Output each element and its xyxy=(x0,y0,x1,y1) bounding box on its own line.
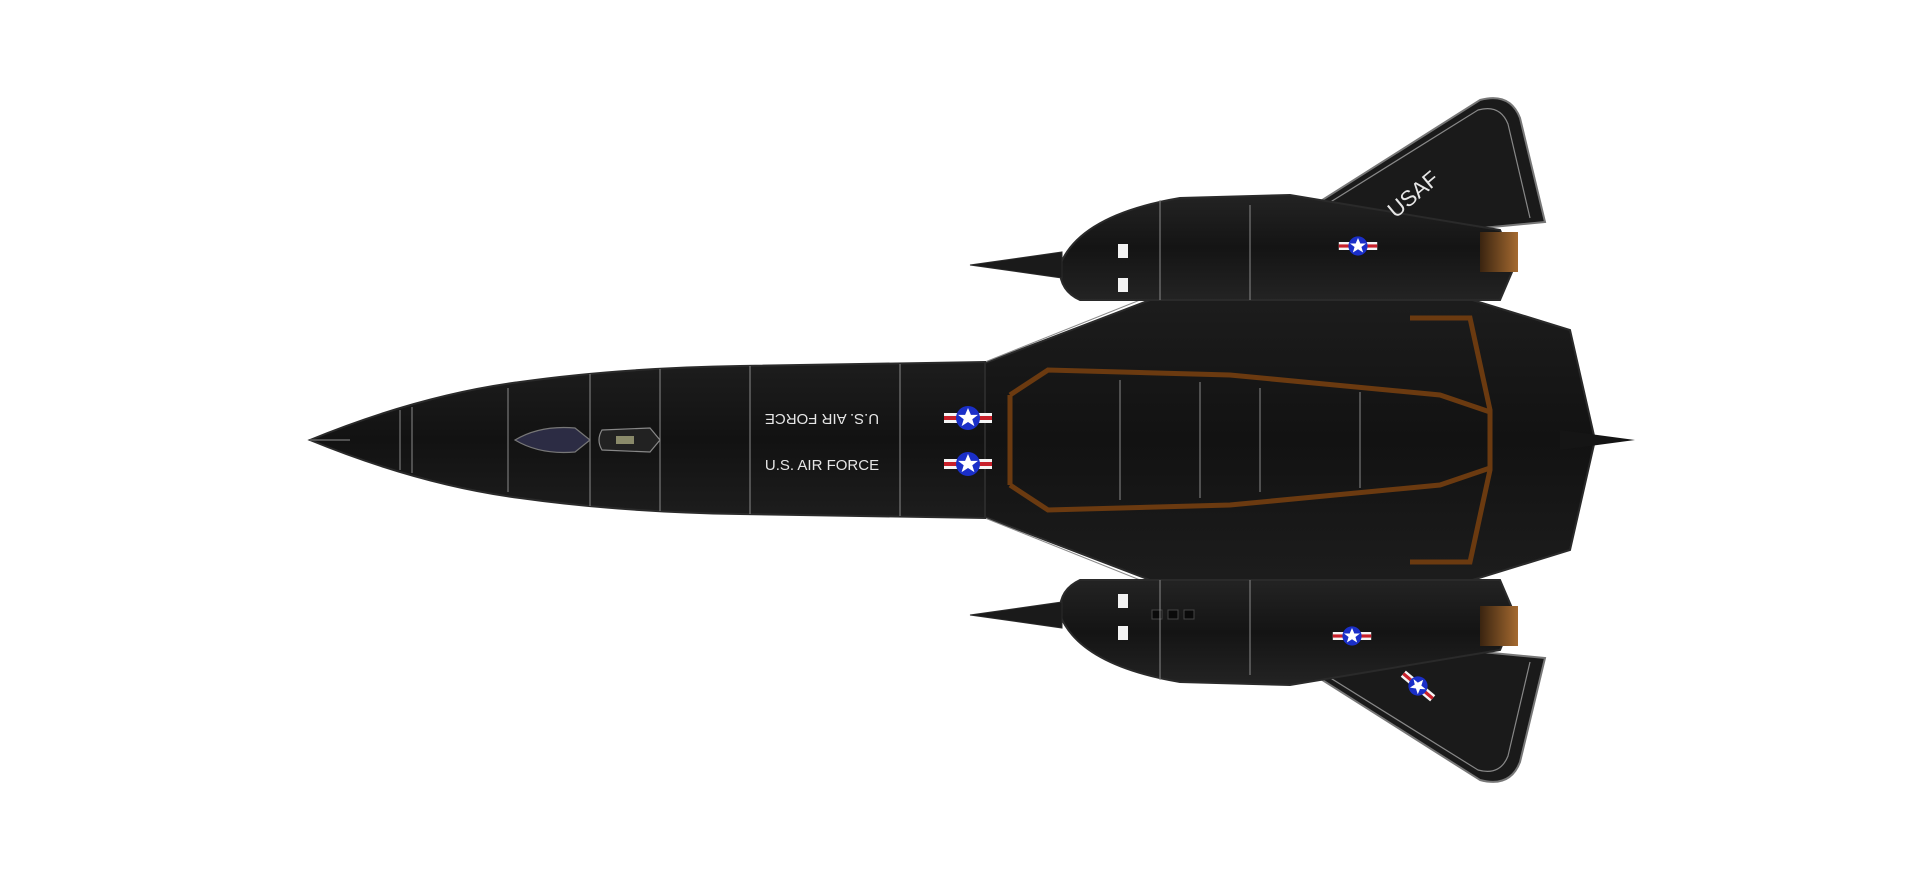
roundel-lower-nacelle xyxy=(1332,626,1372,646)
cockpit-canopies xyxy=(513,426,661,454)
main-wing xyxy=(979,288,1597,592)
fuselage-label-top: U.S. AIR FORCE xyxy=(765,410,879,427)
internal-structure-outline xyxy=(1007,315,1493,565)
panel-lines xyxy=(399,200,1361,680)
lower-engine-nacelle xyxy=(969,579,1518,687)
upper-tail-fin xyxy=(1271,97,1547,234)
lower-tail-fin xyxy=(1271,646,1547,783)
roundel-fuselage-bottom xyxy=(944,452,992,476)
upper-engine-nacelle xyxy=(969,193,1518,301)
roundel-lower-fin xyxy=(1400,670,1436,702)
roundel-fuselage-top xyxy=(944,406,992,430)
fuselage-label-bottom: U.S. AIR FORCE xyxy=(765,457,879,474)
roundel-upper-nacelle xyxy=(1338,236,1378,256)
